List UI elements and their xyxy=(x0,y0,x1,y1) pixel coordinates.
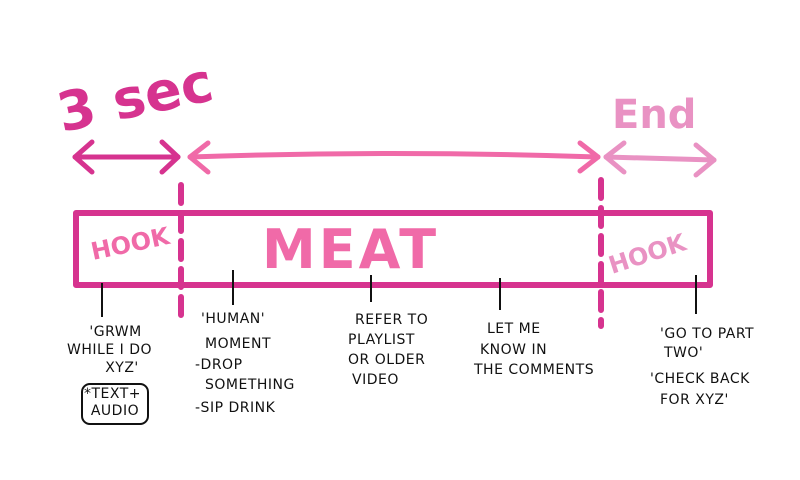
end-span-arrow xyxy=(603,140,717,178)
meat-label: MEAT xyxy=(262,218,439,281)
duration-label: 3 sec xyxy=(52,50,219,144)
hook-right-label: HOOK xyxy=(605,228,691,280)
hook-duration-arrow xyxy=(72,139,181,175)
meat-span-arrow xyxy=(187,140,601,175)
note-comments: LET ME KNOW IN THE COMMENTS xyxy=(473,321,594,378)
text-audio-box: *TEXT+ AUDIO xyxy=(81,383,149,425)
note-human-moment: 'HUMAN' MOMENT -DROP SOMETHING -SIP DRIN… xyxy=(195,311,300,416)
note-part-two: 'GO TO PART TWO' 'CHECK BACK FOR XYZ' xyxy=(650,326,759,408)
svg-text:*TEXT+ AUDIO: *TEXT+ AUDIO xyxy=(84,386,146,419)
note-ticks xyxy=(101,270,697,317)
note-grwm: 'GRWM WHILE I DO XYZ' xyxy=(67,324,157,376)
end-label: End xyxy=(612,92,696,138)
timeline-bar xyxy=(73,210,713,288)
hook-left-label: HOOK xyxy=(88,222,173,266)
note-playlist: REFER TO PLAYLIST OR OLDER VIDEO xyxy=(348,312,433,388)
